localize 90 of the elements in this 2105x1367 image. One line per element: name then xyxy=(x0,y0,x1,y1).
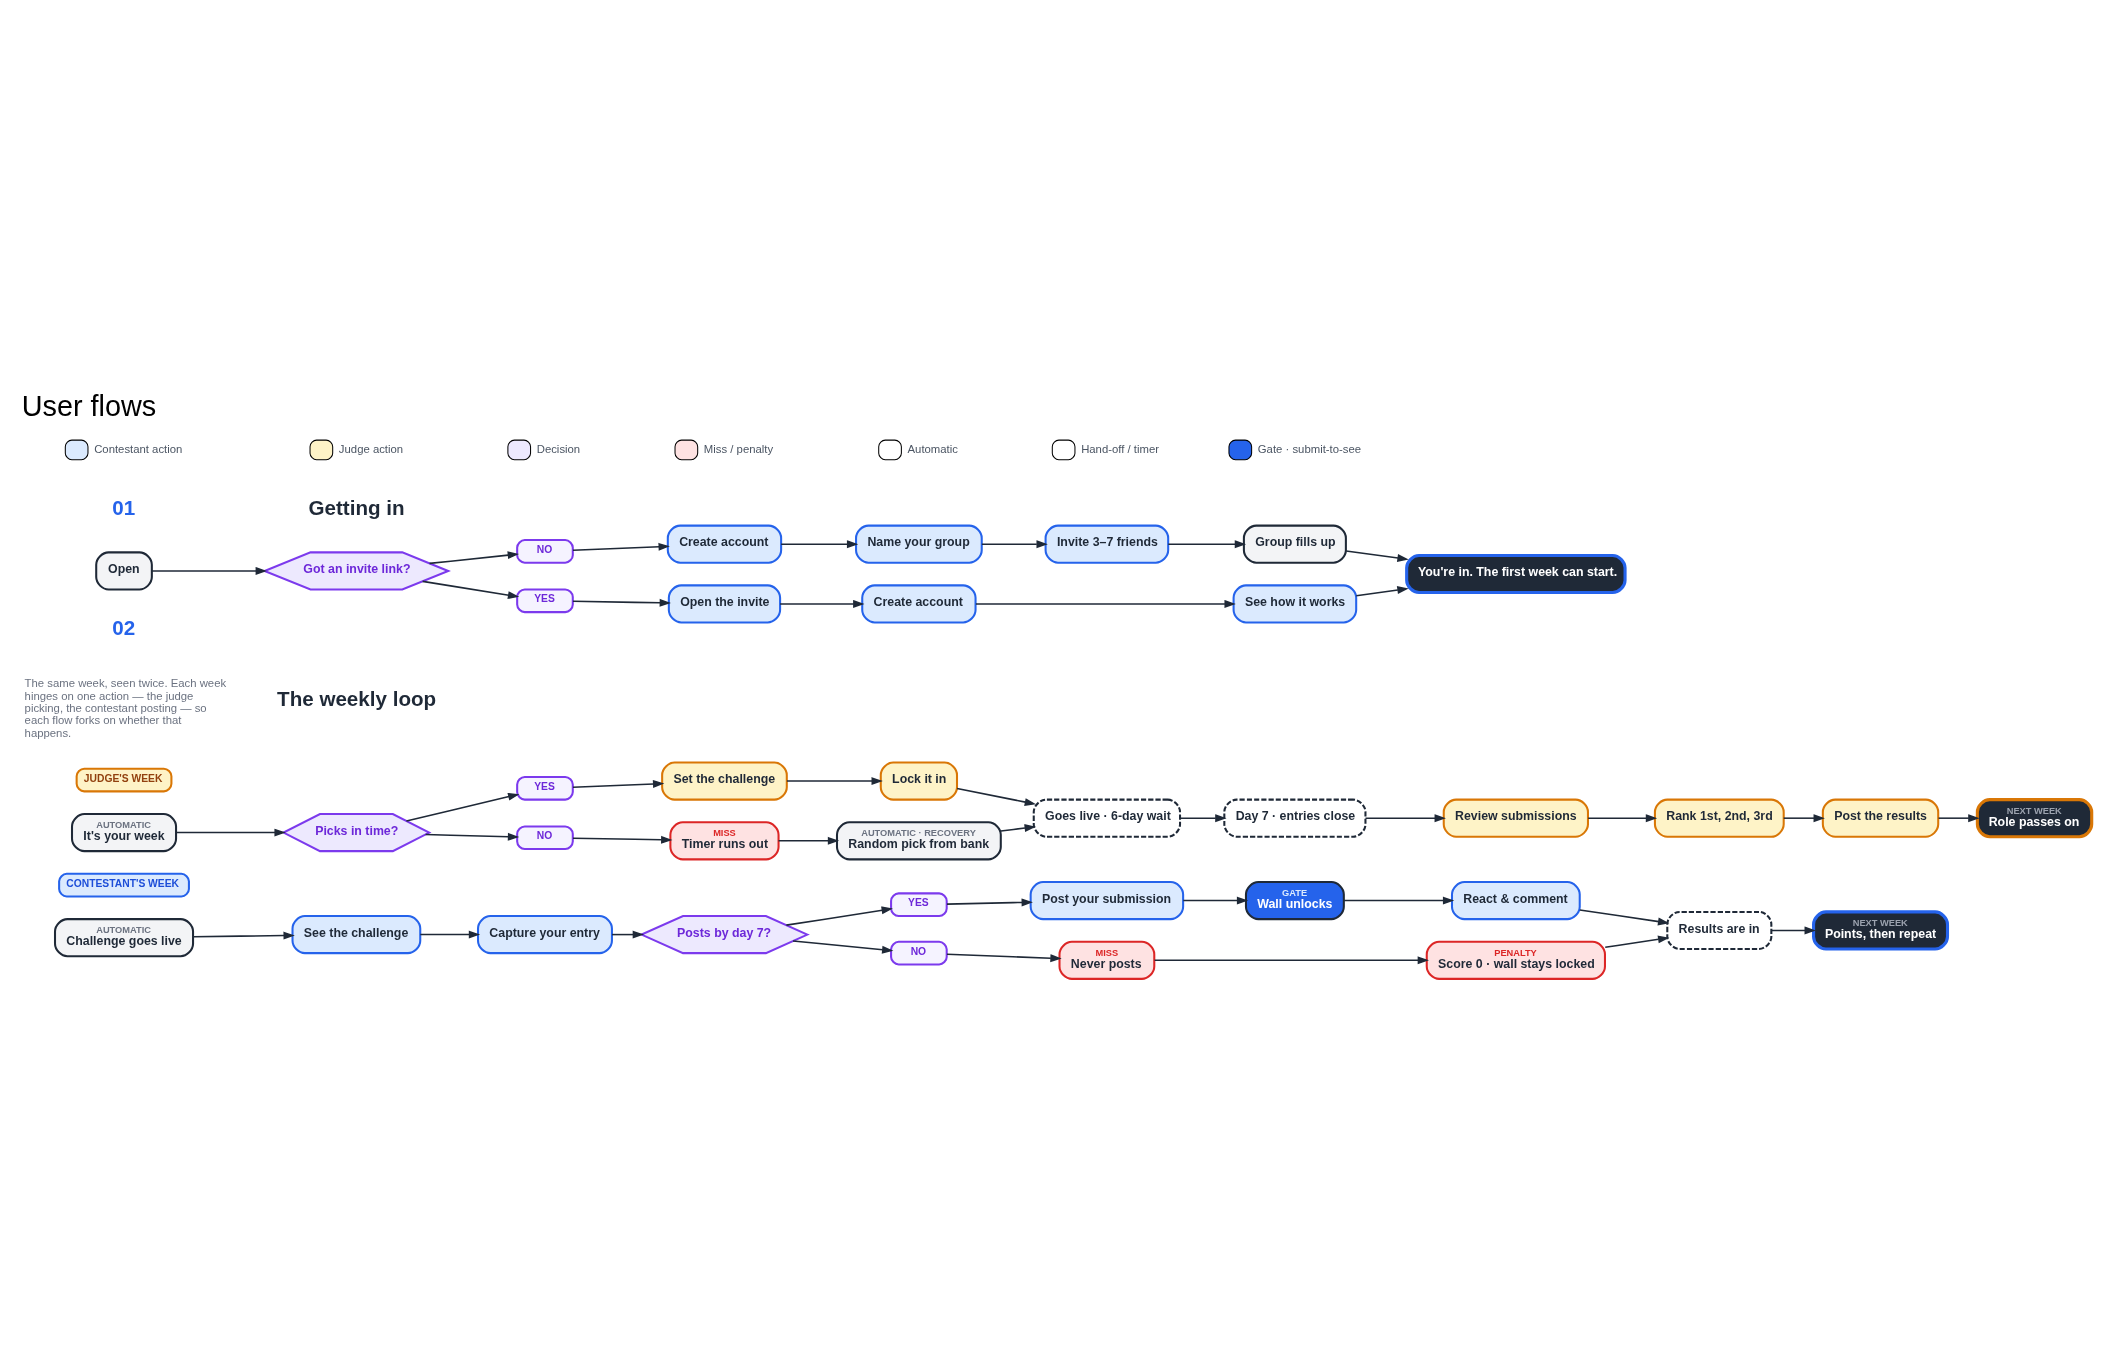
node-box: Day 7 · entries close xyxy=(1223,798,1367,838)
node-box: Review submissions xyxy=(1442,798,1589,838)
node-box: PENALTY Score 0 · wall stays locked xyxy=(1425,940,1606,980)
legend-label: Contestant action xyxy=(94,442,183,455)
arrow xyxy=(956,787,1037,806)
legend-label: Decision xyxy=(536,442,581,455)
label: The same week, seen twice. Each week hinges on one action — the judge picking, the contestant posting — so each flow forks on whether that happens. xyxy=(24,676,227,739)
node-box: Invite 3–7 friends xyxy=(1044,524,1170,564)
legend-label: Miss / penalty xyxy=(703,442,774,455)
node-box: See how it works xyxy=(1232,583,1358,623)
arrow xyxy=(777,836,840,845)
arrow xyxy=(151,566,267,575)
node-box: NEXT WEEK Role passes on xyxy=(1975,797,2094,838)
node-box: Group fills up xyxy=(1242,524,1347,564)
node-box: Set the challenge xyxy=(661,761,788,801)
node-box: AUTOMATIC Challenge goes live xyxy=(54,917,195,957)
arrow xyxy=(428,550,520,564)
node-box: JUDGE'S WEEK xyxy=(75,767,173,792)
arrow xyxy=(1604,934,1670,948)
arrow xyxy=(946,952,1062,962)
arrow xyxy=(1364,813,1446,822)
node-box: Capture your entry xyxy=(477,914,613,954)
node-box: Post the results xyxy=(1821,798,1940,838)
label: The weekly loop xyxy=(277,686,437,710)
arrow xyxy=(1167,539,1247,548)
node-box: Goes live · 6-day wait xyxy=(1032,798,1182,838)
arrow xyxy=(572,598,671,607)
arrow xyxy=(572,542,670,551)
node-box: Lock it in xyxy=(879,761,959,801)
arrow xyxy=(1345,549,1409,562)
node-box: YES xyxy=(890,891,948,917)
arrow xyxy=(424,832,520,841)
legend-label: Hand-off / timer xyxy=(1081,442,1159,455)
arrow xyxy=(946,898,1033,906)
node-box: Open xyxy=(95,550,153,590)
arrow xyxy=(1770,926,1816,934)
legend-label: Gate · submit-to-see xyxy=(1257,442,1362,455)
node-box: You're in. The first week can start. xyxy=(1405,553,1627,594)
node-box: AUTOMATIC It's your week xyxy=(71,812,178,852)
node-box: Post your submission xyxy=(1029,880,1185,920)
arrow xyxy=(1182,896,1249,905)
arrow xyxy=(611,930,645,939)
arrow xyxy=(1000,823,1036,832)
legend-label: Judge action xyxy=(338,442,404,455)
node-box: NO xyxy=(516,538,574,564)
node-box: GATE Wall unlocks xyxy=(1244,880,1345,920)
arrow xyxy=(786,776,883,785)
node-box: MISS Never posts xyxy=(1058,940,1156,980)
arrow xyxy=(785,905,893,926)
node-box: Create account xyxy=(666,524,783,564)
arrow xyxy=(780,539,859,548)
arrow xyxy=(1179,813,1227,822)
node-box: NO xyxy=(516,824,574,850)
arrow xyxy=(405,792,520,822)
arrow xyxy=(572,835,673,844)
arrow xyxy=(1355,585,1409,596)
legend-label: Automatic xyxy=(907,442,958,455)
node-box: Name your group xyxy=(855,524,983,564)
arrow xyxy=(1343,896,1455,905)
arrow xyxy=(419,930,481,939)
node-box: Results are in xyxy=(1666,910,1773,950)
diagram-title: User flows xyxy=(21,389,157,422)
arrow xyxy=(1153,955,1429,964)
arrow xyxy=(1587,813,1658,822)
label: Getting in xyxy=(308,495,405,519)
arrow xyxy=(779,599,865,608)
arrow xyxy=(421,580,520,599)
node-box: YES xyxy=(516,587,574,613)
node-box: YES xyxy=(516,775,574,801)
node-box: NEXT WEEK Points, then repeat xyxy=(1812,909,1950,951)
arrow xyxy=(1579,908,1670,925)
label: 01 xyxy=(112,495,136,519)
arrow xyxy=(175,828,286,837)
arrow xyxy=(792,939,894,954)
node-box: MISS Timer runs out xyxy=(669,820,780,860)
node-box: Open the invite xyxy=(667,583,782,623)
node-box: React & comment xyxy=(1450,880,1581,920)
label: 02 xyxy=(112,615,136,639)
node-box: CONTESTANT'S WEEK xyxy=(58,872,190,897)
arrow xyxy=(1782,813,1825,822)
arrow xyxy=(192,931,295,940)
arrow xyxy=(981,539,1048,548)
node-box: AUTOMATIC · RECOVERY Random pick from bank xyxy=(835,820,1002,860)
node-box: NO xyxy=(890,940,948,965)
node-box: Create account xyxy=(861,583,977,623)
node-box: Rank 1st, 2nd, 3rd xyxy=(1653,798,1785,838)
arrow xyxy=(572,779,665,788)
arrow xyxy=(1937,813,1980,822)
node-box: See the challenge xyxy=(291,914,422,954)
arrow xyxy=(975,599,1236,608)
